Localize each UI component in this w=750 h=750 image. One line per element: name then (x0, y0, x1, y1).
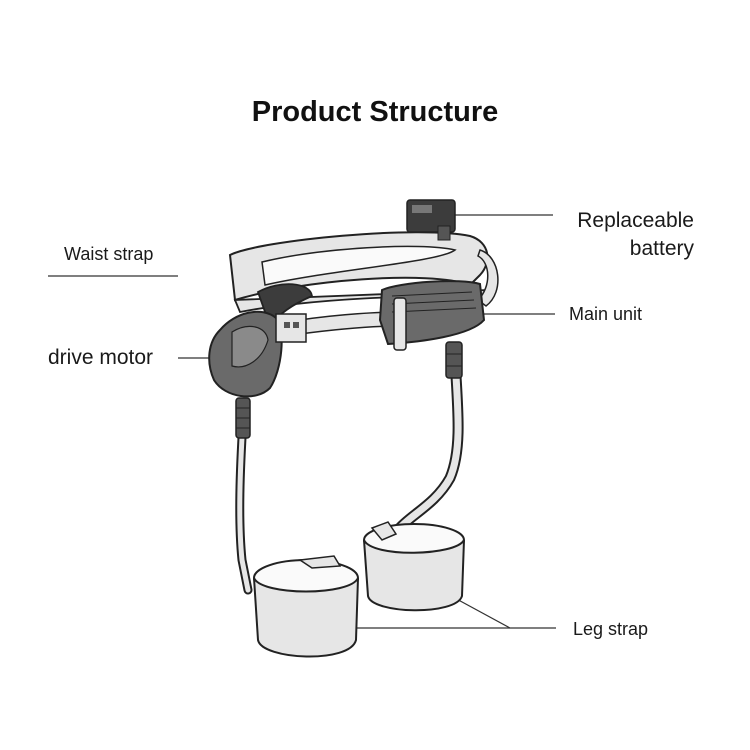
waist-strap (228, 231, 499, 335)
left-leg-strap (253, 555, 359, 658)
drive-motor-label: drive motor (48, 346, 154, 369)
battery-label-line-2: battery (629, 237, 694, 260)
main-unit-label: Main unit (569, 304, 643, 324)
left-leg-rod (235, 397, 253, 595)
battery-label-line-1: Replaceable (577, 209, 694, 232)
leg-strap-label: Leg strap (573, 619, 649, 639)
replaceable-battery (406, 199, 456, 241)
replaceable-battery-label: Replaceable battery (577, 207, 694, 263)
main-unit (378, 280, 486, 351)
right-leg-strap (363, 521, 465, 612)
waist-strap-label: Waist strap (64, 244, 154, 264)
page-title: Product Structure (251, 96, 499, 128)
drive-motor (208, 283, 313, 398)
right-leg-rod (392, 341, 464, 536)
